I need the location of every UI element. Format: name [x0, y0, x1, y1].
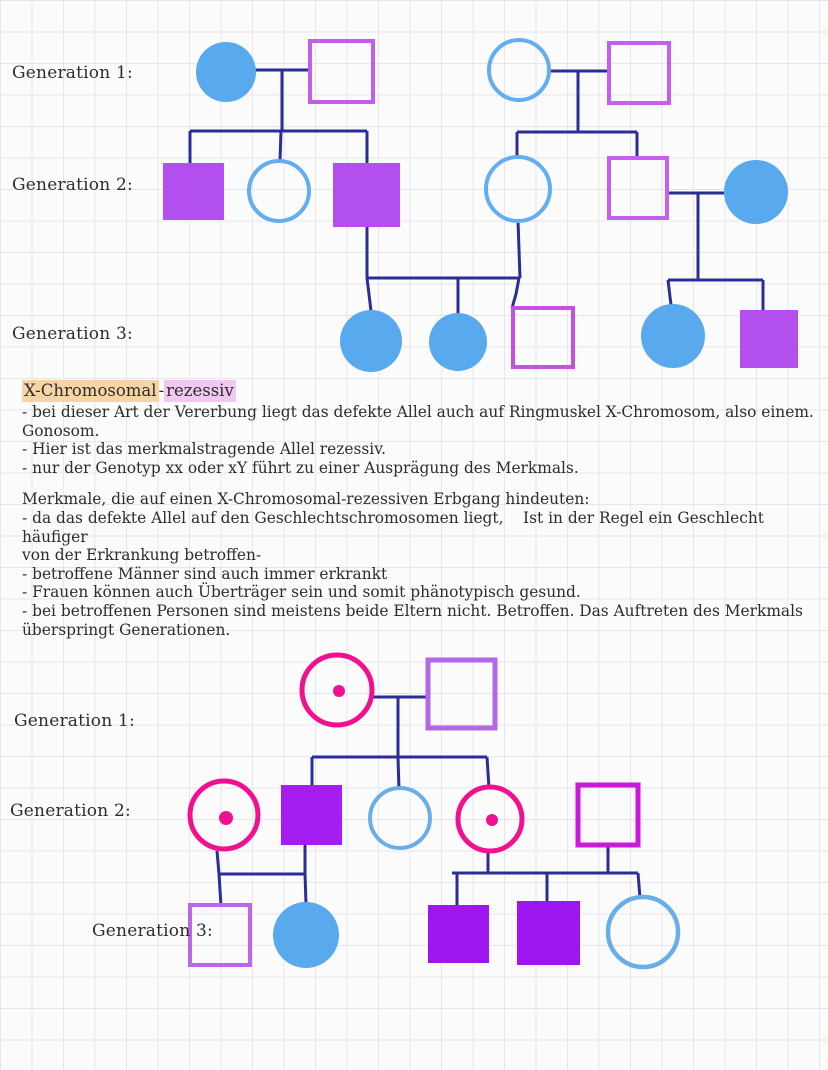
- pedigree-connector-line: [215, 850, 221, 875]
- pedigree-connector-line: [365, 277, 373, 312]
- notes-paragraph-2: - da das defekte Allel auf den Geschlech…: [22, 509, 818, 639]
- p1-gen2-unaffected-male: [607, 156, 669, 220]
- p1-gen3-affected-female-2: [429, 313, 487, 371]
- p1-gen3-affected-female: [340, 310, 402, 372]
- p2-gen2-carrier-female-2: [455, 784, 525, 854]
- pedigree-connector-line: [278, 130, 283, 162]
- notes-text-line: - Frauen können auch Überträger sein und…: [22, 583, 581, 602]
- notes-text-line: - da das defekte Allel auf den Geschlech…: [22, 508, 769, 546]
- p2-gen3-affected-male-2: [517, 901, 580, 965]
- notes-heading: X-Chromosomal-rezessiv: [22, 380, 818, 402]
- pedigree-connector-line: [510, 277, 521, 309]
- p2-gen2-carrier-female-carrier-dot: [219, 811, 233, 825]
- notes-text-block: X-Chromosomal-rezessiv - bei dieser Art …: [22, 380, 818, 639]
- p1-gen2-affected-male-2: [333, 163, 400, 227]
- notes-text-line: - Hier ist das merkmalstragende Allel re…: [22, 440, 386, 459]
- notes-text-line: von der Erkrankung betroffen-: [22, 546, 262, 565]
- p1-gen1-unaffected-male-2: [607, 41, 671, 105]
- notes-text-line: - bei betroffenen Personen sind meistens…: [22, 601, 803, 620]
- p2-gen1-carrier-female-carrier-dot: [333, 685, 345, 697]
- p2-gen3-unaffected-female: [605, 894, 681, 970]
- p1-gen2-unaffected-female-2: [484, 155, 552, 223]
- p1-gen3-unaffected-male: [511, 306, 575, 369]
- notes-text-line: - nur der Genotyp xx oder xY führt zu ei…: [22, 458, 579, 477]
- pedigree-connector-line: [217, 873, 223, 907]
- pedigree-connector-line: [516, 220, 522, 279]
- heading-highlight-pink: rezessiv: [164, 380, 236, 402]
- notes-text-line: überspringt Generationen.: [22, 620, 231, 639]
- p1-gen2-unaffected-female: [247, 159, 311, 223]
- notes-text-line: - bei dieser Art der Vererbung liegt das…: [22, 403, 814, 421]
- p2-gen1-unaffected-male: [425, 657, 498, 731]
- heading-hyphen: -: [158, 381, 165, 400]
- generation-label: Generation 3:: [92, 921, 213, 941]
- pedigree-connector-line: [396, 756, 401, 790]
- p2-gen2-unaffected-female: [368, 786, 432, 850]
- generation-label: Generation 3:: [12, 324, 133, 344]
- p2-gen3-affected-male: [428, 905, 489, 963]
- p2-gen3-unaffected-male: [188, 903, 252, 967]
- generation-label: Generation 2:: [12, 175, 133, 195]
- notes-text-line: - betroffene Männer sind auch immer erkr…: [22, 564, 388, 583]
- notes-paragraph-1: - bei dieser Art der Vererbung liegt das…: [22, 403, 818, 477]
- p1-gen2-affected-male: [163, 163, 224, 220]
- p1-gen1-unaffected-female: [487, 38, 551, 102]
- generation-label: Generation 2:: [10, 801, 131, 821]
- heading-highlight-orange: X-Chromosomal: [22, 380, 159, 402]
- pedigree-connector-line: [666, 279, 673, 306]
- pedigree-connector-line: [636, 872, 642, 899]
- p2-gen3-affected-female: [273, 902, 339, 968]
- p1-gen1-unaffected-male: [308, 39, 375, 104]
- pedigree-connector-line: [485, 756, 491, 789]
- p2-gen2-unaffected-male: [575, 782, 641, 848]
- p2-gen2-carrier-female: [187, 778, 261, 852]
- p2-gen2-carrier-female-2-carrier-dot: [486, 814, 498, 826]
- notes-paragraph-2-title: Merkmale, die auf einen X-Chromosomal-re…: [22, 490, 590, 509]
- p2-gen2-affected-male: [281, 785, 342, 845]
- generation-label: Generation 1:: [12, 63, 133, 83]
- p2-gen1-carrier-female: [299, 652, 375, 728]
- p1-gen3-affected-female-3: [641, 304, 705, 368]
- p1-gen2-affected-female: [724, 160, 788, 224]
- p1-gen1-affected-female: [196, 42, 256, 102]
- p1-gen3-affected-male: [740, 310, 798, 368]
- generation-label: Generation 1:: [14, 711, 135, 731]
- notes-text-line: Gonosom.: [22, 421, 100, 440]
- pedigree-connector-line: [303, 873, 308, 905]
- paragraph-gap: [22, 477, 818, 490]
